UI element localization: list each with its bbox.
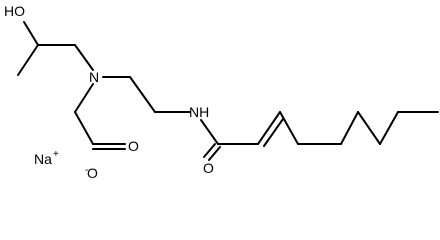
carboxyl-oxygen-label: O xyxy=(128,138,139,154)
sodium-charge-label: + xyxy=(53,149,59,160)
bond-c5-c6 xyxy=(340,111,359,145)
hydroxyl-label: HO xyxy=(4,3,25,19)
bond-ch2-ch2 xyxy=(129,76,156,113)
ethylene-linker-bonds xyxy=(102,76,191,113)
carboxymethyl-bonds xyxy=(74,83,126,150)
carboxylate-oxygen-label: O xyxy=(87,165,98,181)
chemical-structure-diagram: HO N NH O O - O Na + xyxy=(4,3,439,181)
bond-beta-c4 xyxy=(279,111,299,145)
bond-c6-c7 xyxy=(357,111,381,145)
bond-c-ch3 xyxy=(17,44,39,76)
amide-oxygen-label: O xyxy=(203,160,214,176)
bond-alpha-beta xyxy=(257,111,281,145)
bond-c-o-amide-a xyxy=(203,143,216,158)
bond-c7-c8 xyxy=(379,111,399,145)
octenoyl-chain-bonds xyxy=(200,111,439,161)
amide-nh-label: NH xyxy=(189,104,209,120)
bond-c-o-amide-b xyxy=(208,146,221,161)
amine-nitrogen-label: N xyxy=(89,69,99,85)
bond-ch2-c-acid xyxy=(74,111,94,145)
bond-n-ch2-acid xyxy=(74,83,94,113)
bond-ho-c xyxy=(23,21,39,46)
atom-labels: HO N NH O O - O Na + xyxy=(4,3,214,181)
bond-alpha-beta-double xyxy=(263,118,284,147)
hydroxypropyl-bonds xyxy=(17,21,94,76)
bond-nh-c-amide xyxy=(200,119,219,145)
bond-ch2-n xyxy=(74,44,94,71)
sodium-label: Na xyxy=(34,151,52,167)
carboxylate-charge-label: - xyxy=(85,165,88,176)
